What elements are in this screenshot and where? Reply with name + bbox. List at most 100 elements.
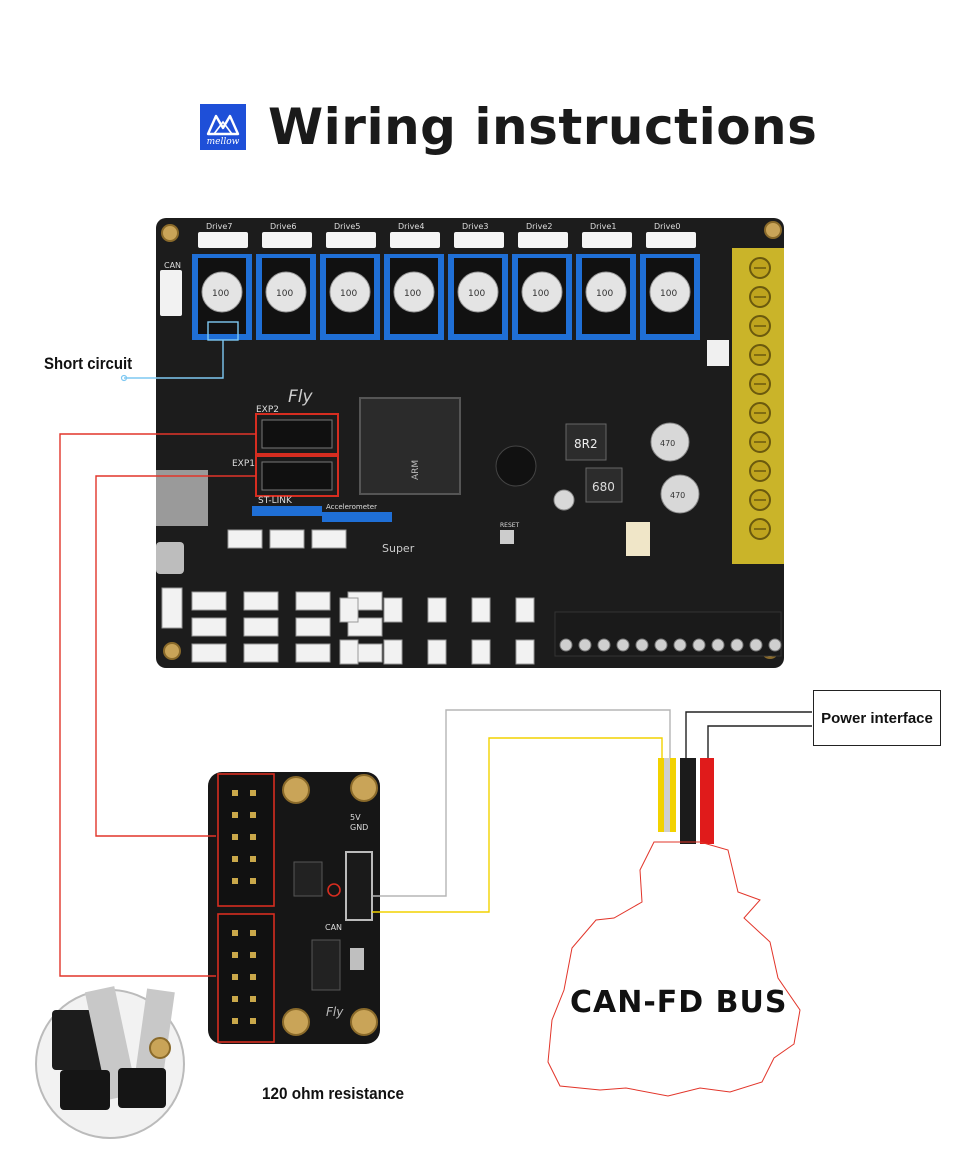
terminal-screw-icon <box>616 638 630 652</box>
inset-zoom <box>35 986 185 1139</box>
terminal-screw-icon <box>749 638 763 652</box>
adapter-switch[interactable] <box>350 948 364 970</box>
header-pin <box>250 856 256 862</box>
endstop-connector <box>471 597 491 623</box>
driver-slot: Drive7 100 <box>192 222 252 340</box>
driver-connector <box>326 232 376 248</box>
terminal-screw-icon <box>692 638 706 652</box>
lower-connectors <box>161 529 535 665</box>
terminal-screw-icon <box>635 638 649 652</box>
big-cap-1-text: 470 <box>660 439 675 448</box>
driver-connector <box>582 232 632 248</box>
logo-text: mellow <box>206 137 240 147</box>
header-pin <box>250 878 256 884</box>
driver-capacitor <box>265 271 307 313</box>
driver-connector <box>646 232 696 248</box>
adapter-upper-header <box>217 773 275 907</box>
can-bus-label: CAN-FD BUS <box>570 985 788 1020</box>
capacitor-text: 100 <box>404 289 421 299</box>
header-pin <box>232 1018 238 1024</box>
fan-connector <box>626 522 650 556</box>
terminal-screw-icon <box>559 638 573 652</box>
header-pin <box>250 930 256 936</box>
endstop-connector <box>383 597 403 623</box>
driver-label: Drive0 <box>654 222 680 231</box>
endstop-connector <box>339 597 359 623</box>
exp2-header <box>261 419 333 449</box>
can-label: CAN <box>164 261 181 270</box>
driver-label: Drive5 <box>334 222 360 231</box>
white-connector <box>295 617 331 637</box>
exp1-header <box>261 461 333 491</box>
st-link-label: ST-LINK <box>258 496 293 506</box>
adapter-ic-2 <box>311 939 341 991</box>
header-pin <box>232 812 238 818</box>
adapter-hole-icon <box>350 774 378 802</box>
white-connector <box>243 643 279 663</box>
adapter-brand: Fly <box>326 1005 344 1019</box>
usb-c-port <box>156 542 184 574</box>
cable-bundle <box>658 758 714 844</box>
endstop-connector <box>427 639 447 665</box>
termination-jumper-marker <box>327 883 341 897</box>
mount-hole-icon <box>161 224 179 242</box>
exp1-label: EXP1 <box>232 459 255 469</box>
driver-connector <box>390 232 440 248</box>
white-connector <box>243 617 279 637</box>
can-adapter-board: CAN 5V GND Fly <box>208 772 380 1044</box>
header-pin <box>250 834 256 840</box>
inductor-8r2 <box>565 423 607 461</box>
fan-connector-small <box>227 529 263 549</box>
endstop-connector <box>515 597 535 623</box>
big-capacitor-2 <box>660 474 700 514</box>
bottom-terminal-row <box>554 611 782 657</box>
header-pin <box>232 996 238 1002</box>
mount-hole-icon <box>764 221 782 239</box>
mellow-logo: mellow <box>200 104 246 150</box>
endstop-connector <box>383 639 403 665</box>
st-link-header <box>252 506 322 516</box>
driver-capacitor <box>585 271 627 313</box>
mellow-logo-mark <box>206 114 240 136</box>
driver-capacitor <box>393 271 435 313</box>
terminal-screw-icon <box>768 638 782 652</box>
can-connector <box>160 270 182 316</box>
adapter-hole-icon <box>282 1008 310 1036</box>
fan-connector-small <box>311 529 347 549</box>
fan-connector-small <box>269 529 305 549</box>
header-pin <box>250 790 256 796</box>
can-bus-cloud <box>547 841 801 1097</box>
driver-connector <box>198 232 248 248</box>
adapter-pins <box>232 790 256 1024</box>
white-connector <box>191 591 227 611</box>
driver-label: Drive7 <box>206 222 232 231</box>
reset-button[interactable] <box>500 530 514 544</box>
page-title: Wiring instructions <box>268 98 818 156</box>
header-pin <box>232 856 238 862</box>
mcu-label: ARM <box>411 460 421 480</box>
sd-card-slot <box>156 470 208 526</box>
inductor-680 <box>585 467 623 503</box>
terminal-screw-icon <box>711 638 725 652</box>
big-cap-2-text: 470 <box>670 491 685 500</box>
resistance-label: 120 ohm resistance <box>262 1084 405 1103</box>
power-wires <box>685 711 812 760</box>
endstop-connector <box>339 639 359 665</box>
adapter-gnd-label: GND <box>350 823 368 832</box>
mcu-chip <box>359 397 461 495</box>
capacitor-text: 100 <box>212 289 229 299</box>
inductor-680-label: 680 <box>592 480 615 494</box>
adapter-can-label: CAN <box>325 923 342 932</box>
side-connector <box>707 340 729 366</box>
capacitor-text: 100 <box>532 289 549 299</box>
header-pin <box>250 974 256 980</box>
driver-capacitor <box>457 271 499 313</box>
short-circuit-marker <box>120 321 239 382</box>
driver-slots: Drive7100Drive6100Drive5100Drive4100Driv… <box>192 222 700 340</box>
red-wiring <box>59 433 256 977</box>
terminal-screw-icon <box>597 638 611 652</box>
